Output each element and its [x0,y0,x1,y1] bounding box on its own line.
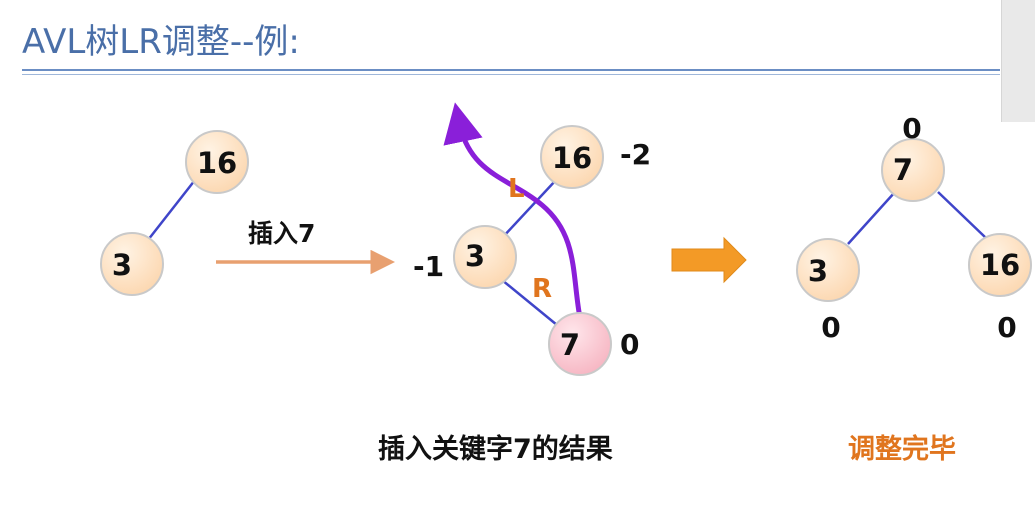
stage3-edge-7-16 [937,191,987,239]
rotation-label-L: L [508,174,525,204]
stage3-bf-3: 0 [821,311,840,344]
stage3-bf-16: 0 [997,311,1016,344]
caption-insert-result: 插入关键字7的结果 [378,433,613,465]
stage2-bf-7: 0 [620,328,639,361]
stage2-edge-16-3 [501,179,557,239]
stage3-node-3: 3 [796,238,860,302]
stage2-bf-16: -2 [620,138,651,171]
stage1-edge-16-3 [147,179,196,241]
stage3-edge-7-3 [847,191,896,245]
caption-adjust-done: 调整完毕 [848,433,956,465]
stage3-node-7: 7 [881,138,945,202]
rotation-label-R: R [532,274,552,304]
side-panel [1001,0,1035,122]
stage2-node-3-label: 3 [465,239,485,273]
slide-title: AVL树LR调整--例: [22,22,300,62]
stage3-node-16-label: 16 [980,248,1020,282]
title-divider [22,69,1000,71]
stage1-node-3: 3 [100,232,164,296]
stage2-node-7-new: 7 [548,312,612,376]
insert-label: 插入7 [248,219,315,248]
stage1-node-16: 16 [185,130,249,194]
stage2-node-7-label: 7 [560,328,580,362]
stage3-bf-7: 0 [902,112,921,145]
stage2-node-16-label: 16 [552,141,592,175]
stage1-node-16-label: 16 [197,146,237,180]
stage3-node-16: 16 [968,233,1032,297]
stage2-node-3: 3 [453,225,517,289]
title-divider-thin [22,74,1000,75]
transition-arrow [671,236,747,284]
stage3-node-7-label: 7 [893,153,913,187]
stage1-node-3-label: 3 [112,248,132,282]
rotation-path-arrow [443,102,583,319]
stage3-node-3-label: 3 [808,254,828,288]
stage2-bf-3: -1 [413,250,444,283]
stage2-edge-3-7 [501,279,558,326]
stage2-node-16: 16 [540,125,604,189]
